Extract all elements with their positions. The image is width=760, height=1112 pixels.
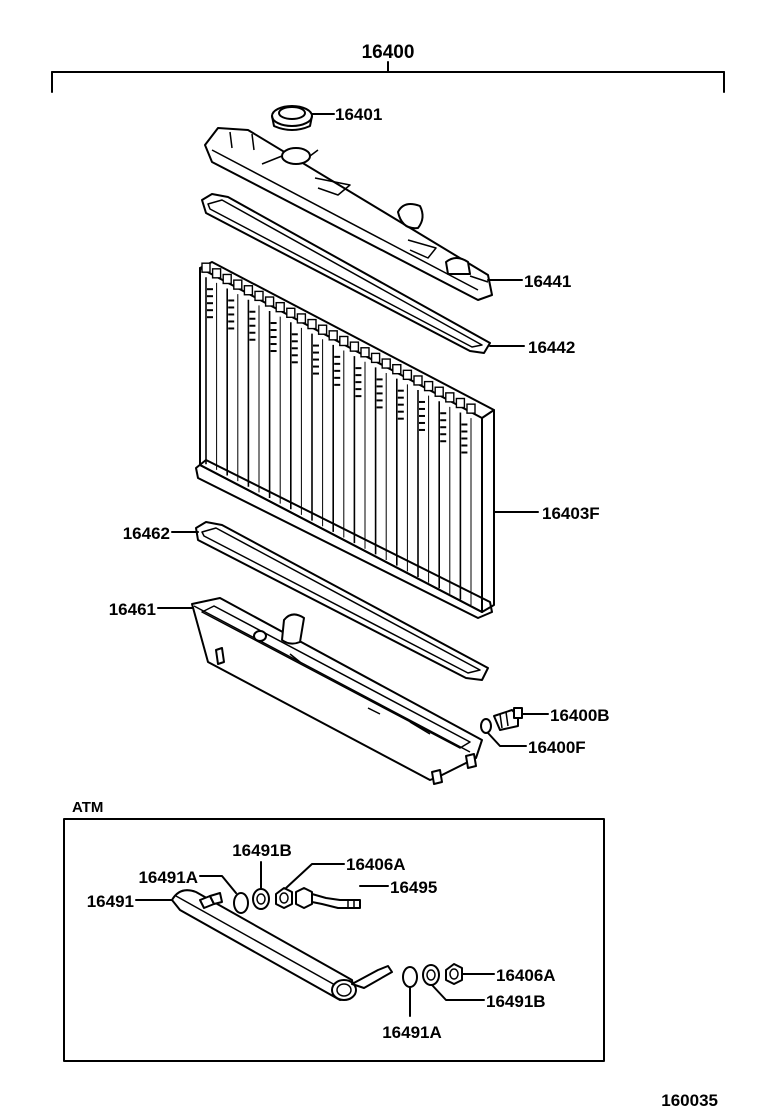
core-top-tooth bbox=[254, 290, 264, 302]
core-top-tooth bbox=[339, 335, 349, 347]
core-top-tooth bbox=[392, 363, 402, 375]
radiator-cap bbox=[271, 105, 313, 131]
core-top-tooth bbox=[360, 347, 370, 358]
core-top-tooth bbox=[328, 330, 338, 341]
core-top-tooth bbox=[381, 358, 391, 369]
core-top-tooth bbox=[455, 397, 466, 409]
drain-cock-plug bbox=[493, 707, 523, 731]
atm-washer-bottom bbox=[422, 964, 440, 986]
callout-atm-nut-top: 16406A bbox=[346, 855, 406, 874]
callout-atm-oring-bottom: 16491A bbox=[382, 1023, 442, 1042]
core-top-tooth bbox=[201, 262, 211, 273]
callout-upper-gasket: 16442 bbox=[528, 338, 575, 357]
core-top-tooth bbox=[275, 301, 285, 313]
atm-washer-top bbox=[252, 888, 270, 910]
assembly-bracket bbox=[51, 61, 725, 93]
lower-gasket bbox=[195, 521, 489, 681]
core-top-tooth bbox=[349, 341, 360, 352]
atm-nut-top bbox=[275, 887, 293, 909]
drain-oring bbox=[480, 718, 492, 734]
core-top-tooth bbox=[370, 352, 381, 364]
core-top-tooth bbox=[222, 273, 232, 285]
callout-lower-tank: 16461 bbox=[109, 600, 156, 619]
core-top-tooth bbox=[211, 268, 222, 279]
callout-lower-gasket: 16462 bbox=[123, 524, 170, 543]
core-top-tooth bbox=[286, 307, 296, 318]
core-top-tooth bbox=[423, 380, 434, 392]
core-top-tooth bbox=[402, 369, 413, 381]
callout-atm-washer-top: 16491B bbox=[232, 841, 292, 860]
drawing-number: 160035 bbox=[661, 1091, 718, 1110]
atm-section-box bbox=[63, 818, 605, 1062]
leader-atm-washer-bottom bbox=[431, 984, 485, 1001]
callout-drain-cock-plug: 16400B bbox=[550, 706, 610, 725]
leader-atm-oring-top bbox=[199, 875, 237, 894]
core-top-teeth bbox=[201, 262, 476, 414]
atm-oring-bottom bbox=[402, 966, 418, 988]
callout-radiator-cap: 16401 bbox=[335, 105, 382, 124]
leader-atm-nut-top bbox=[285, 863, 345, 889]
core-top-tooth bbox=[307, 318, 317, 330]
callout-upper-tank: 16441 bbox=[524, 272, 571, 291]
callout-atm-nut-bottom: 16406A bbox=[496, 966, 556, 985]
callout-core: 16403F bbox=[542, 504, 600, 523]
core-top-tooth bbox=[413, 375, 423, 386]
core-top-tooth bbox=[445, 392, 455, 403]
core-top-tooth bbox=[466, 403, 476, 414]
atm-oring-top bbox=[233, 892, 249, 914]
assembly-number-label: 16400 bbox=[362, 42, 415, 63]
core-top-tooth bbox=[317, 324, 328, 335]
callout-atm-pipe: 16495 bbox=[390, 878, 437, 897]
leader-drain-oring bbox=[487, 732, 527, 747]
callout-atm-oring-top: 16491A bbox=[138, 868, 198, 887]
core-fins bbox=[205, 277, 472, 606]
radiator-core bbox=[195, 261, 495, 619]
atm-pipe bbox=[295, 887, 361, 909]
core-top-tooth bbox=[264, 296, 275, 307]
callout-drain-oring: 16400F bbox=[528, 738, 586, 757]
core-top-tooth bbox=[296, 313, 307, 324]
core-top-tooth bbox=[233, 279, 243, 290]
callout-atm-cooler: 16491 bbox=[87, 892, 134, 911]
callout-atm-washer-bottom: 16491B bbox=[486, 992, 546, 1011]
atm-oil-cooler bbox=[171, 889, 393, 1001]
upper-gasket bbox=[201, 193, 491, 354]
atm-section-label: ATM bbox=[72, 799, 103, 816]
upper-tank bbox=[204, 127, 493, 301]
atm-nut-bottom bbox=[445, 963, 463, 985]
core-top-tooth bbox=[434, 386, 444, 397]
core-top-tooth bbox=[243, 285, 254, 296]
lower-tank bbox=[191, 597, 483, 785]
